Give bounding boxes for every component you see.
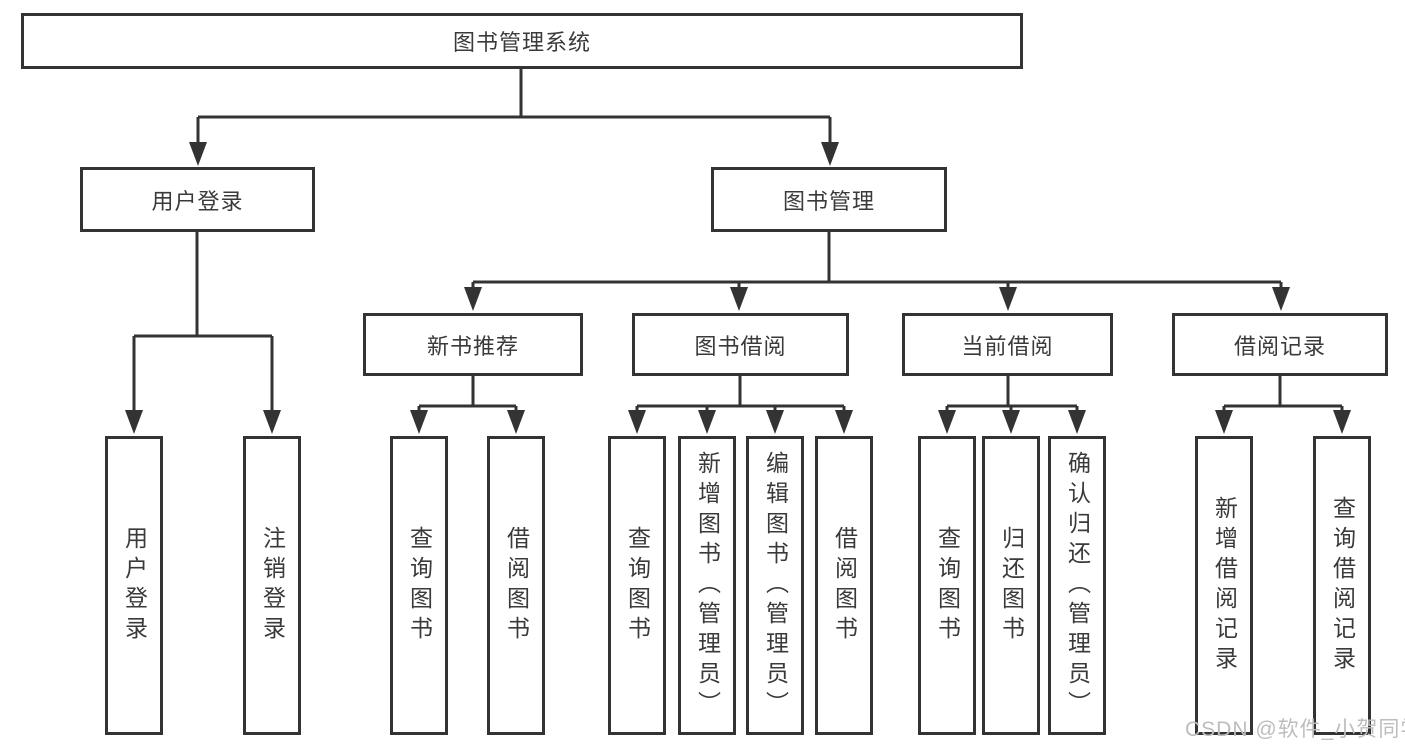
node-user-login-label: 用户登录 [151, 188, 244, 214]
csdn-watermark: CSDN @软件_小贺同学 [1185, 718, 1405, 741]
leaf-query-record-label: 查询借阅记录 [1329, 495, 1356, 676]
leaf-logout-label: 注销登录 [259, 525, 286, 646]
leaf-return-book: 归还图书 [982, 436, 1040, 735]
leaf-return-book-label: 归还图书 [998, 525, 1025, 646]
leaf-add-book-label: 新增图书（管理员） [694, 450, 721, 721]
leaf-confirm-return: 确认归还（管理员） [1048, 436, 1106, 735]
connector-current-borrow-to-leaves [938, 376, 1086, 434]
leaf-query-book-2: 查询图书 [608, 436, 666, 735]
connector-borrow-records-to-leaves [1215, 376, 1351, 434]
leaf-user-login-label: 用户登录 [121, 525, 148, 646]
leaf-query-record: 查询借阅记录 [1313, 436, 1371, 735]
leaf-user-login: 用户登录 [105, 436, 163, 735]
node-book-borrow-label: 图书借阅 [694, 333, 787, 359]
connector-user-login-to-leaves [125, 232, 281, 434]
node-borrow-records: 借阅记录 [1172, 313, 1388, 376]
leaf-edit-book: 编辑图书（管理员） [746, 436, 804, 735]
leaf-add-record-label: 新增借阅记录 [1211, 495, 1238, 676]
leaf-borrow-book-1: 借阅图书 [487, 436, 545, 735]
node-borrow-records-label: 借阅记录 [1233, 333, 1326, 359]
leaf-edit-book-label: 编辑图书（管理员） [762, 450, 789, 721]
leaf-borrow-book-1-label: 借阅图书 [503, 525, 530, 646]
connector-root-to-level2 [189, 69, 839, 166]
node-current-borrow-label: 当前借阅 [961, 333, 1054, 359]
node-new-book-rec: 新书推荐 [363, 313, 583, 376]
node-book-mgmt: 图书管理 [711, 167, 947, 232]
connector-book-mgmt-to-level3 [464, 232, 1290, 311]
leaf-add-book: 新增图书（管理员） [678, 436, 736, 735]
node-book-mgmt-label: 图书管理 [782, 188, 875, 214]
node-book-borrow: 图书借阅 [632, 313, 849, 376]
leaf-borrow-book-2: 借阅图书 [815, 436, 873, 735]
node-root-label: 图书管理系统 [452, 30, 591, 55]
leaf-query-book-3-label: 查询图书 [934, 525, 961, 646]
connector-book-borrow-to-leaves [628, 376, 853, 434]
node-root-library-system: 图书管理系统 [21, 13, 1023, 69]
leaf-add-record: 新增借阅记录 [1195, 436, 1253, 735]
leaf-borrow-book-2-label: 借阅图书 [831, 525, 858, 646]
leaf-query-book-1: 查询图书 [390, 436, 448, 735]
node-current-borrow: 当前借阅 [902, 313, 1113, 376]
node-new-book-rec-label: 新书推荐 [426, 333, 519, 359]
leaf-query-book-2-label: 查询图书 [624, 525, 651, 646]
leaf-confirm-return-label: 确认归还（管理员） [1064, 450, 1091, 721]
node-user-login: 用户登录 [80, 167, 315, 232]
leaf-logout: 注销登录 [243, 436, 301, 735]
leaf-query-book-1-label: 查询图书 [406, 525, 433, 646]
leaf-query-book-3: 查询图书 [918, 436, 976, 735]
connector-new-book-rec-to-leaves [410, 376, 525, 434]
